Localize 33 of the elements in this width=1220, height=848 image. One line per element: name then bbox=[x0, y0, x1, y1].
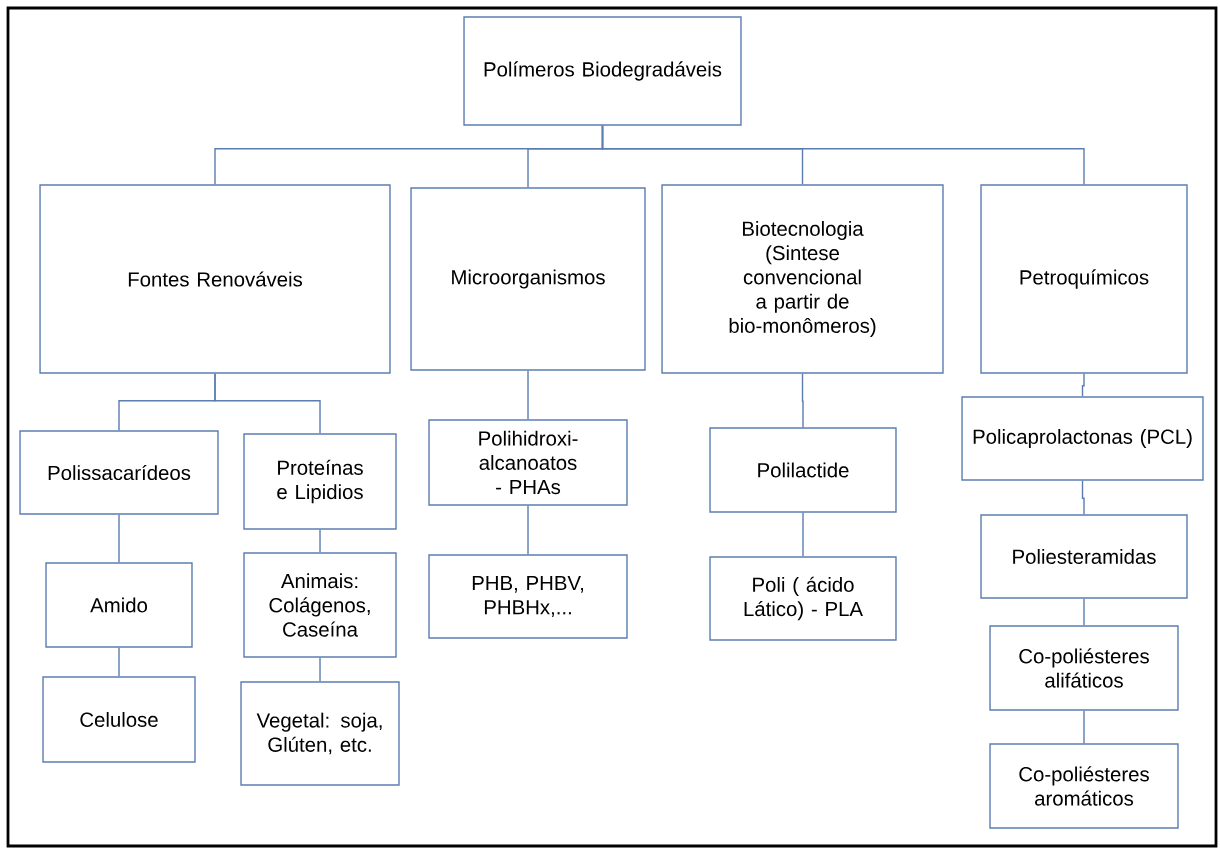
connector-line bbox=[1083, 598, 1085, 626]
category-box: Co-poliésteres alifáticos bbox=[989, 625, 1179, 711]
connector-line bbox=[1081, 372, 1085, 397]
connector-line bbox=[1081, 480, 1085, 515]
category-box: Fontes Renováveis bbox=[39, 184, 391, 374]
connector-line bbox=[527, 505, 529, 555]
connector-line bbox=[319, 657, 321, 682]
connector-line bbox=[1083, 710, 1085, 744]
connector-line bbox=[214, 372, 321, 434]
category-box: Vegetal: soja, Glúten, etc. bbox=[240, 681, 400, 786]
category-box: Poli ( ácido Lático) - PLA bbox=[709, 556, 897, 641]
category-box: Proteínas e Lipidios bbox=[243, 433, 397, 530]
category-box: Polissacarídeos bbox=[19, 430, 219, 515]
category-box: Polilactide bbox=[709, 427, 897, 513]
connector-line bbox=[601, 125, 1085, 185]
category-box: Celulose bbox=[42, 676, 196, 763]
category-box: Amido bbox=[45, 562, 193, 648]
category-box: Petroquímicos bbox=[980, 184, 1188, 374]
category-box: Polihidroxi- alcanoatos - PHAs bbox=[428, 419, 628, 506]
connector-line bbox=[801, 372, 804, 428]
connector-line bbox=[118, 514, 120, 563]
category-box: Animais: Colágenos, Caseína bbox=[243, 552, 397, 658]
connector-line bbox=[118, 647, 120, 677]
category-box: Co-poliésteres aromáticos bbox=[989, 743, 1179, 829]
category-box: Poliesteramidas bbox=[980, 514, 1188, 599]
connector-line bbox=[802, 512, 804, 557]
category-box: Policaprolactonas (PCL) bbox=[961, 396, 1204, 481]
connector-line bbox=[319, 529, 321, 553]
connector-line bbox=[527, 369, 529, 420]
category-box: Biotecnologia (Sintese convencional a partir de bio-monômeros) bbox=[661, 184, 944, 374]
category-box: Microorganismos bbox=[410, 187, 646, 371]
category-box: Polímeros Biodegradáveis bbox=[463, 16, 742, 126]
category-box: PHB, PHBV, PHBHx,... bbox=[428, 554, 628, 639]
